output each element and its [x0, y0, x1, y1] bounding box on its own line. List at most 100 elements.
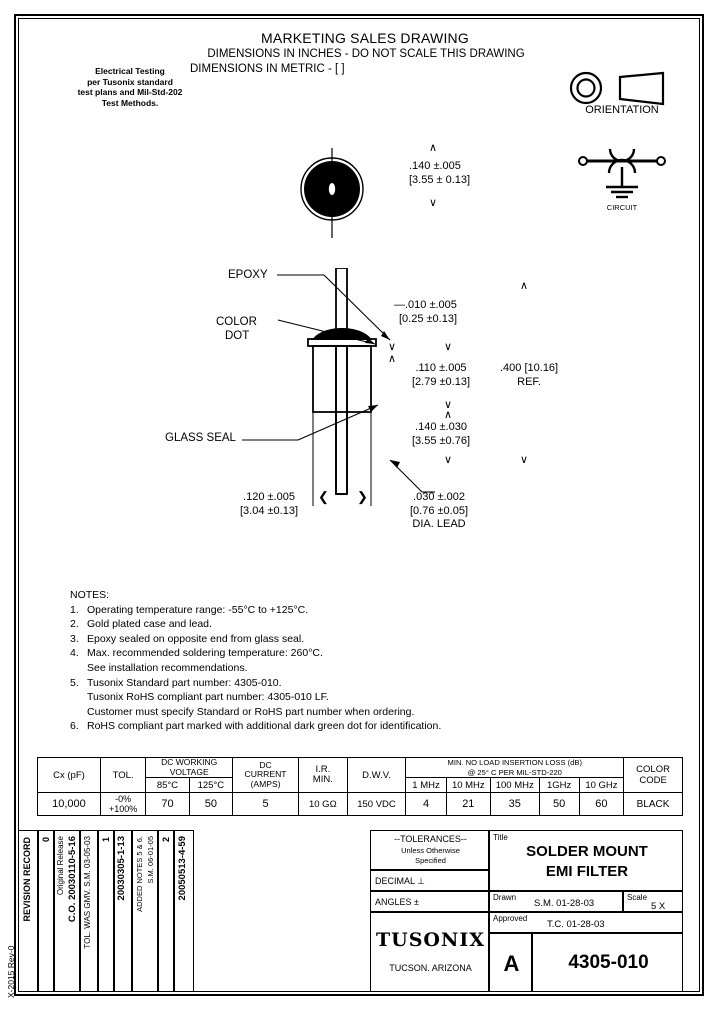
dim-epoxy-thickness-metric: [0.25 ±0.13]	[399, 312, 458, 325]
revision-row-2-rev: 2	[158, 830, 174, 992]
approved-cell: Approved T.C. 01-28-03	[489, 912, 683, 933]
dim-lead-dia-note: DIA. LEAD	[412, 518, 466, 530]
note-subtext: Customer must specify Standard or RoHS p…	[87, 705, 415, 718]
note-number: 4.	[70, 647, 79, 660]
scale-value: 5 X	[651, 901, 666, 912]
revision-row-0-desc: Original Release C.O. 20030110-5-16	[54, 830, 80, 992]
value-il-100mhz: 35	[490, 792, 540, 816]
dim-arrow-down-lead: ∨	[444, 454, 453, 466]
header-dc-current: DC CURRENT (AMPS)	[232, 757, 300, 793]
callout-color-dot-line2: DOT	[225, 330, 250, 342]
revision-row-2-note-text: S.M. 06-01-05	[146, 836, 155, 884]
value-cx: 10,000	[37, 792, 101, 816]
dim-body-length-inch: .110 ±.005	[415, 362, 467, 374]
revision-row-1-rev-text: 1	[101, 837, 111, 843]
dim-body-length: .110 ±.005 [2.79 ±0.13]	[412, 362, 470, 389]
size-cell: A	[489, 933, 532, 992]
dim-arrow-down-body: ∨	[444, 399, 453, 411]
value-color-code: BLACK	[623, 792, 683, 816]
orientation-symbol	[558, 66, 688, 126]
dim-arrow-up-lead: ∧	[444, 409, 453, 421]
header-ir: I.R. MIN.	[298, 757, 348, 793]
title-cell: Title SOLDER MOUNT EMI FILTER	[489, 830, 683, 891]
revision-row-0-co-text: C.O. 20030110-5-16	[67, 836, 78, 923]
header-insertion-loss-l1: MIN. NO LOAD INSERTION LOSS (dB)	[447, 758, 582, 768]
value-tol: -0% +100%	[99, 792, 147, 816]
drawing-subtitle-inches: DIMENSIONS IN INCHES - DO NOT SCALE THIS…	[207, 48, 525, 60]
header-dwv: D.W.V.	[346, 757, 407, 793]
header-dc-current-l2: CURRENT	[244, 769, 287, 780]
note-item: 2.Gold plated case and lead.	[70, 617, 441, 632]
tolerances-cell: --TOLERANCES-- Unless Otherwise Specifie…	[370, 830, 489, 870]
company-cell: TUSONIX TUCSON. ARIZONA	[370, 912, 489, 992]
note-number: 3.	[70, 632, 79, 645]
value-dwv: 150 VDC	[346, 792, 407, 816]
dim-epoxy-thickness: —.010 ±.005 [0.25 ±0.13]	[394, 299, 457, 326]
leader-lead-dia	[389, 459, 435, 493]
revision-row-2-rev-text: 2	[161, 837, 171, 843]
revision-row-1-rev: 1	[98, 830, 114, 992]
note-number: 6.	[70, 720, 79, 733]
value-tol-l2: +100%	[109, 804, 138, 814]
header-freq-1mhz: 1 MHz	[405, 777, 447, 793]
electrical-testing-line-2: per Tusonix standard	[87, 76, 173, 87]
dim-overall-ref: .400 [10.16] REF.	[500, 362, 558, 389]
approved-label: Approved	[493, 914, 528, 923]
note-item: 5.Tusonix Standard part number: 4305-010…	[70, 676, 441, 691]
dim-arrow-right-body-dia: ❯	[357, 489, 368, 504]
dim-overall-ref-note: REF.	[517, 375, 541, 388]
dim-arrow-up-overall: ∧	[520, 280, 529, 292]
header-color-code-l2: CODE	[639, 775, 667, 786]
dim-body-diameter-metric: [3.04 ±0.13]	[240, 504, 299, 517]
note-number: 2.	[70, 618, 79, 631]
revision-row-0-desc-text: Original Release	[56, 836, 65, 896]
header-dcwv-125: 125°C	[188, 777, 234, 793]
scale-cell: Scale 5 X	[623, 891, 683, 912]
header-color-code-l1: COLOR	[636, 764, 670, 775]
dim-lead-length-metric: [3.55 ±0.76]	[412, 434, 471, 447]
part-side-view	[300, 267, 430, 513]
orientation-side-view-icon	[618, 71, 665, 106]
dim-arrow-down-end-dia: ∨	[429, 197, 438, 209]
revision-row-2-co: 20050513-4-59	[174, 830, 194, 992]
sheet-border-outer	[14, 14, 704, 996]
callout-glass-seal: GLASS SEAL	[165, 432, 236, 444]
value-dcwv-85: 70	[145, 792, 190, 816]
header-insertion-loss-l2: @ 25° C PER MIL-STD-220	[467, 767, 562, 777]
revision-row-2-co-text: 20050513-4-59	[177, 836, 188, 901]
dim-lead-dia-metric: [0.76 ±0.05]	[410, 504, 469, 517]
note-number: 1.	[70, 603, 79, 616]
tolerances-sub-1: Unless Otherwise	[401, 846, 460, 855]
callout-epoxy: EPOXY	[228, 269, 268, 281]
dim-arrow-down-overall: ∨	[520, 454, 529, 466]
approved-value: T.C. 01-28-03	[547, 919, 605, 930]
note-text: Max. recommended soldering temperature: …	[87, 647, 323, 660]
dim-arrow-up-body-a: ∧	[388, 353, 397, 365]
revision-row-2-desc-text: ADDED NOTES 5 & 6.	[135, 836, 144, 912]
value-il-1mhz: 4	[405, 792, 447, 816]
dim-end-diameter-metric: [3.55 ± 0.13]	[409, 173, 471, 186]
value-il-10ghz: 60	[578, 792, 625, 816]
electrical-testing-line-1: Electrical Testing	[95, 66, 165, 76]
title-line-1: SOLDER MOUNT	[526, 843, 648, 860]
scale-label: Scale	[627, 893, 648, 902]
drawing-title: MARKETING SALES DRAWING	[261, 30, 469, 46]
revision-row-0-rev: 0	[38, 830, 54, 992]
header-color-code: COLOR CODE	[623, 757, 683, 793]
sheet-code: X-2015 Rev-0	[6, 945, 16, 998]
note-text: Operating temperature range: -55°C to +1…	[87, 603, 309, 616]
drawn-cell: Drawn S.M. 01-28-03	[489, 891, 623, 912]
part-end-view	[295, 148, 369, 238]
electrical-testing-line-4: Test Methods.	[101, 97, 159, 108]
dim-epoxy-thickness-inch: —.010 ±.005	[394, 299, 457, 311]
size-value: A	[503, 951, 520, 976]
header-freq-10ghz: 10 GHz	[578, 777, 625, 793]
decimal-tolerance-cell: DECIMAL ⊥	[370, 870, 489, 891]
revision-record-block: REVISION RECORD 0 Original Release C.O. …	[18, 830, 194, 992]
orientation-label: ORIENTATION	[585, 104, 659, 116]
header-tol: TOL.	[99, 757, 147, 793]
dim-arrow-down-epoxy-a: ∨	[388, 341, 397, 353]
drawn-value: S.M. 01-28-03	[534, 898, 595, 909]
value-tol-l1: -0%	[115, 794, 132, 804]
